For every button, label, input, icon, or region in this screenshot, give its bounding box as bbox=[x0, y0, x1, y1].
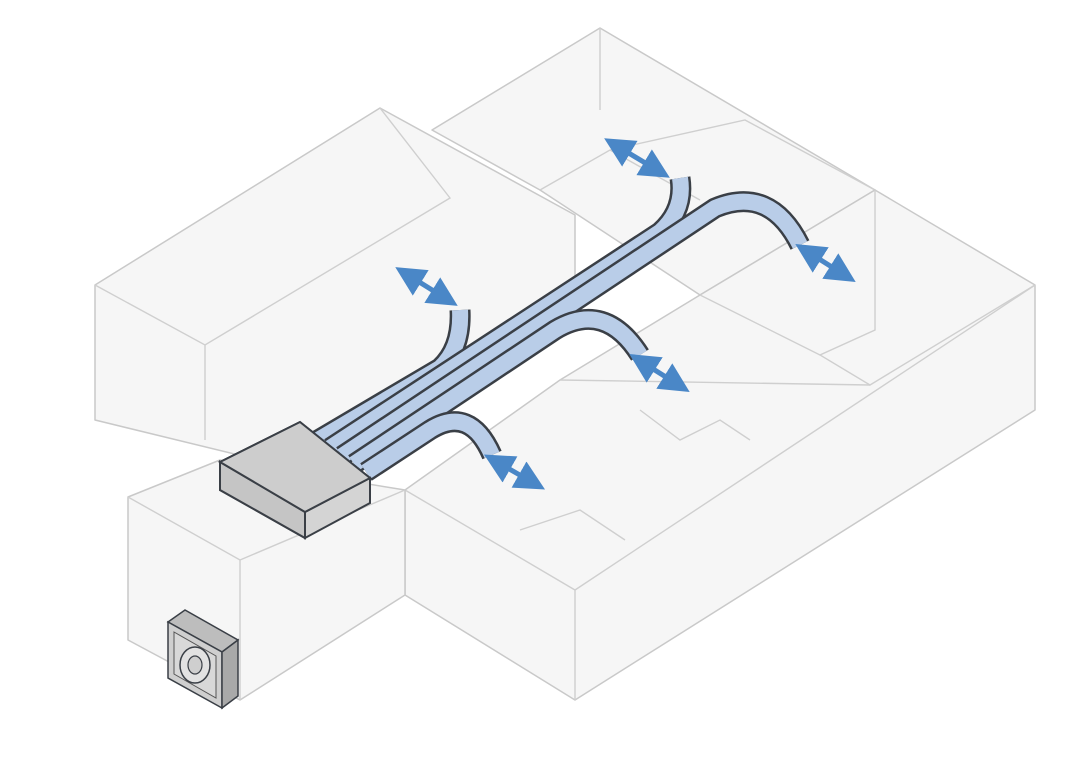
airflow-arrows bbox=[395, 138, 856, 490]
airflow-arrow-icon bbox=[483, 454, 546, 490]
airflow-arrow-icon bbox=[395, 267, 458, 306]
outdoor-unit bbox=[166, 609, 240, 710]
supply-ducts bbox=[312, 176, 810, 481]
building-floorplan bbox=[94, 27, 1036, 701]
airflow-arrow-icon bbox=[629, 354, 690, 392]
airflow-arrow-icon bbox=[795, 244, 856, 282]
airflow-arrow-icon bbox=[604, 138, 670, 178]
indoor-unit bbox=[217, 420, 372, 540]
